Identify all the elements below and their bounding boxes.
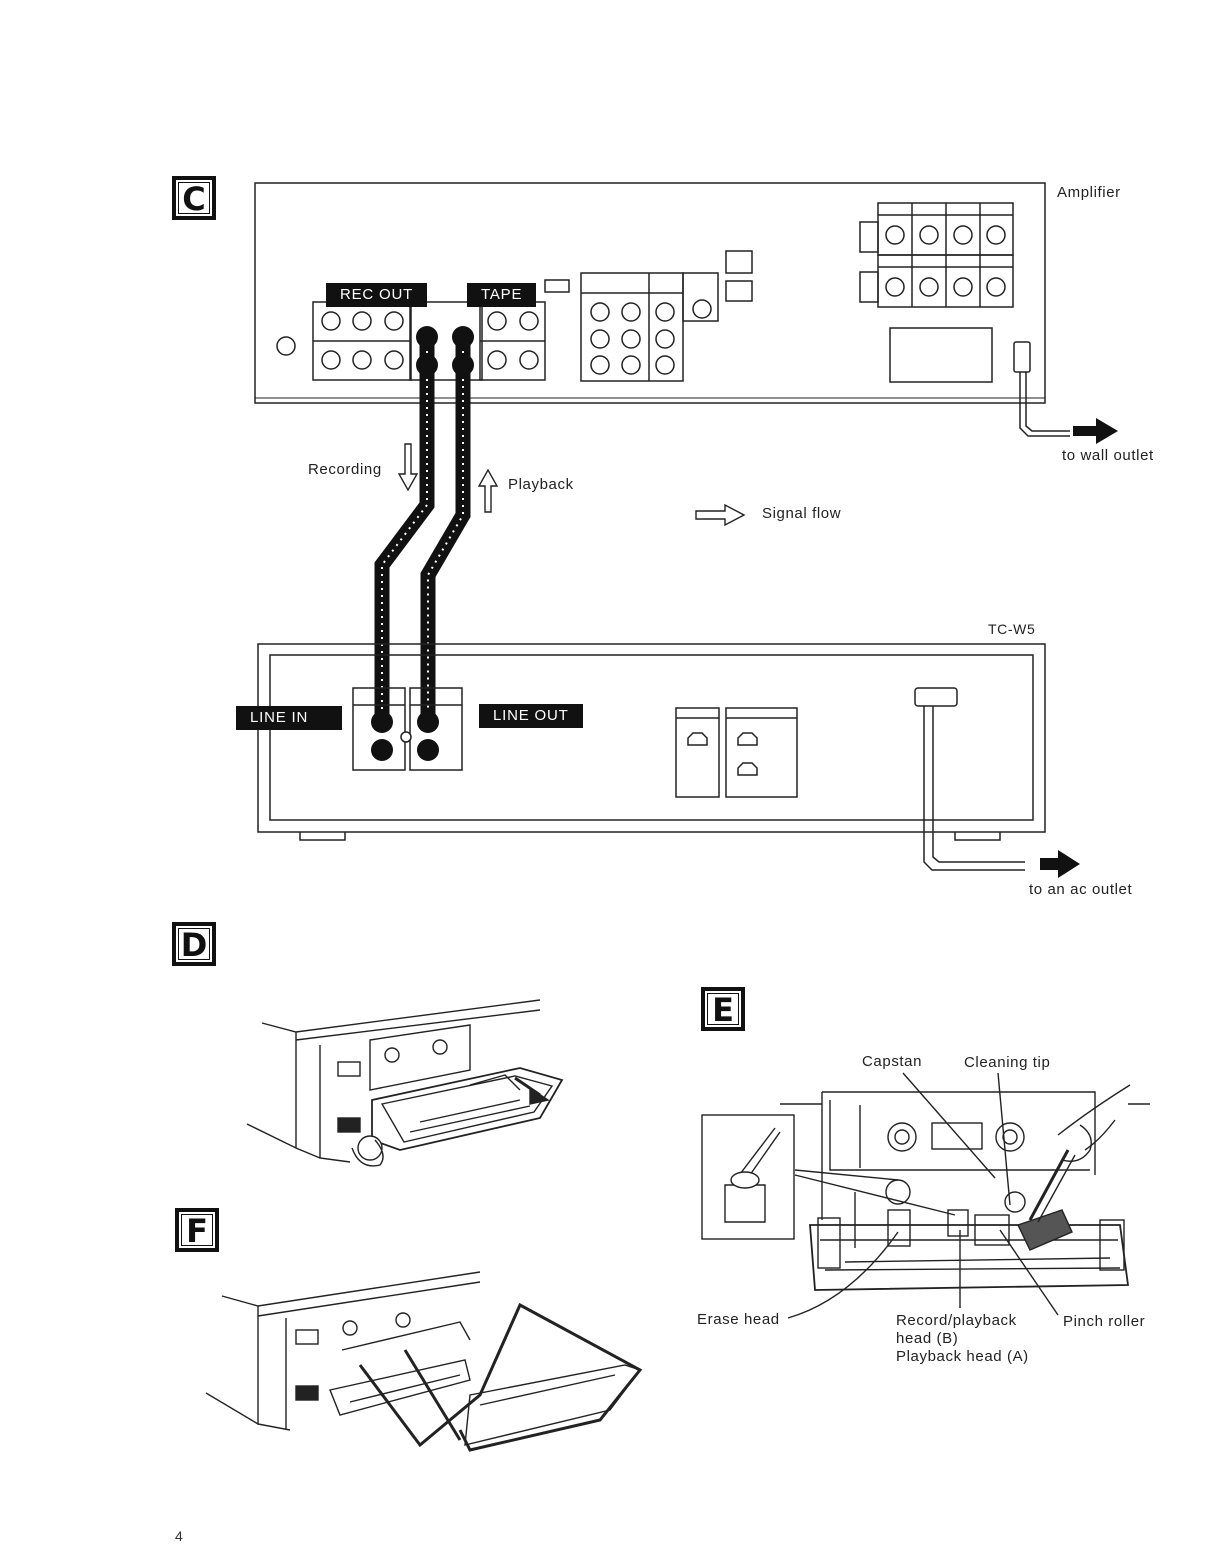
- capstan-label: Capstan: [862, 1053, 922, 1070]
- section-c-marker: C: [172, 176, 216, 220]
- record-playback-head-label-line2: head (B): [896, 1330, 958, 1347]
- section-f-marker: F: [175, 1208, 219, 1252]
- signal-flow-label: Signal flow: [762, 505, 841, 522]
- playback-head-label: Playback head (A): [896, 1348, 1029, 1365]
- section-d-marker: D: [172, 922, 216, 966]
- tape-label: TAPE: [467, 283, 536, 307]
- erase-head-label: Erase head: [697, 1311, 780, 1328]
- amplifier-label: Amplifier: [1057, 184, 1121, 201]
- line-in-label: LINE IN: [236, 706, 342, 730]
- wall-outlet-arrow: [1073, 418, 1118, 444]
- rec-out-label: REC OUT: [326, 283, 427, 307]
- wall-outlet-label: to wall outlet: [1062, 447, 1154, 464]
- cassette-door-opening-illustration: [247, 1000, 562, 1166]
- cassette-door-removal-illustration: [206, 1272, 640, 1450]
- signal-flow-arrow: [696, 505, 744, 525]
- playback-arrow: [479, 470, 497, 512]
- ac-outlet-label: to an ac outlet: [1029, 881, 1132, 898]
- amplifier-rear-panel: [255, 183, 1070, 436]
- section-e-marker: E: [701, 987, 745, 1031]
- deck-model-label: TC-W5: [988, 621, 1035, 637]
- cleaning-tip-label: Cleaning tip: [964, 1054, 1050, 1071]
- connecting-cables: [382, 330, 463, 720]
- recording-label: Recording: [308, 461, 382, 478]
- pinch-roller-label: Pinch roller: [1063, 1313, 1145, 1330]
- head-cleaning-illustration: [702, 1073, 1150, 1318]
- line-out-label: LINE OUT: [479, 704, 583, 728]
- page-number: 4: [175, 1528, 183, 1544]
- playback-label: Playback: [508, 476, 574, 493]
- ac-outlet-arrow: [1040, 850, 1080, 878]
- record-playback-head-label: Record/playback: [896, 1312, 1017, 1329]
- recording-arrow: [399, 444, 417, 490]
